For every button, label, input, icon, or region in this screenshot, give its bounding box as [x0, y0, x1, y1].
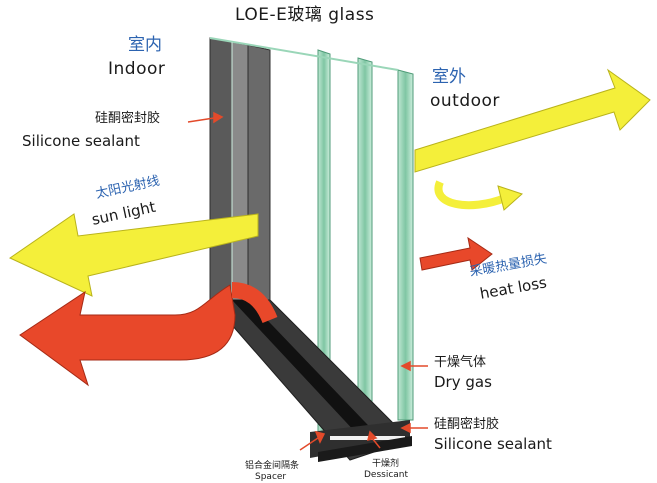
sealant-top-label-cn: 硅酮密封胶 — [95, 111, 161, 126]
dry-gas-label-cn: 干燥气体 — [434, 355, 487, 370]
sealant-bottom-label-en: Silicone sealant — [434, 435, 552, 453]
reflection-arrow-icon — [434, 180, 507, 210]
outdoor-label-en: outdoor — [430, 91, 500, 111]
indoor-label-en: Indoor — [108, 59, 166, 79]
sun-arrow-icon — [414, 68, 651, 173]
heat-loss-arrow-icon — [419, 236, 493, 271]
spacer-label-en: Spacer — [255, 472, 287, 482]
dry-gas-label-en: Dry gas — [434, 373, 492, 391]
sealant-top-label-en: Silicone sealant — [22, 132, 140, 150]
pointer-arrow-icon — [187, 111, 428, 451]
diagram-title: LOE-E玻璃 glass — [235, 5, 375, 25]
dessicant-label-cn: 干燥剂 — [372, 459, 400, 469]
dessicant-label-en: Dessicant — [364, 470, 409, 480]
heat-arrow-icon — [19, 284, 236, 387]
outdoor-label-cn: 室外 — [432, 67, 466, 87]
sunlight-arrow-icon — [8, 213, 259, 297]
indoor-label-cn: 室内 — [128, 35, 162, 55]
spacer-label-cn: 铝合金间隔条 — [245, 461, 300, 471]
sealant-bottom-label-cn: 硅酮密封胶 — [434, 417, 500, 432]
